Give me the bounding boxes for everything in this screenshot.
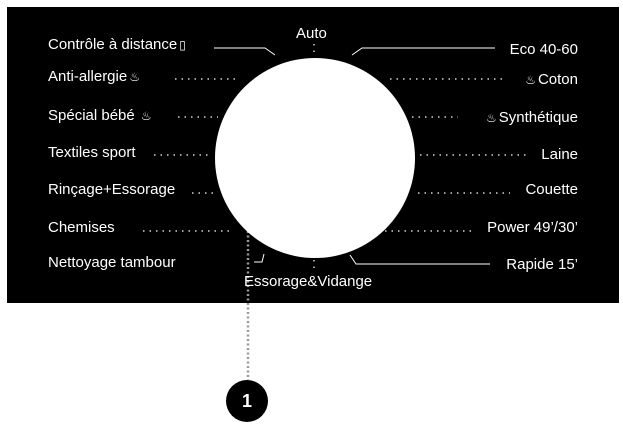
program-rincage-essorage: Rinçage+Essorage [48, 181, 175, 199]
connector-rapide [349, 254, 490, 265]
connector-drum-clean [254, 253, 265, 263]
steam-icon: ♨ [525, 73, 536, 87]
steam-icon: ♨ [140, 109, 152, 123]
program-remote-control: Contrôle à distance▯ [48, 36, 188, 54]
connector-eco [351, 47, 495, 56]
program-nettoyage-tambour: Nettoyage tambour [48, 254, 176, 272]
program-auto: Auto [296, 25, 327, 42]
connector-remote [214, 47, 276, 56]
steam-icon: ♨ [129, 70, 140, 84]
program-coton: ♨Coton [523, 71, 578, 89]
program-textiles-sport: Textiles sport [48, 144, 136, 162]
program-label: Anti-allergie [48, 68, 128, 85]
program-anti-allergie: Anti-allergie♨ [48, 68, 142, 86]
program-label: Couette [525, 181, 578, 198]
program-label: Chemises [48, 219, 115, 236]
program-label: Spécial bébé [48, 107, 135, 124]
program-synthetique: ♨Synthétique [484, 109, 578, 127]
program-laine: Laine [541, 146, 578, 164]
program-essorage-vidange: Essorage&Vidange [244, 273, 373, 290]
program-label: Eco 40-60 [509, 41, 578, 58]
program-chemises: Chemises [48, 219, 115, 237]
program-label: Laine [541, 146, 578, 163]
program-rapide: Rapide 15’ [506, 256, 578, 274]
remote-icon: ▯ [179, 38, 186, 52]
program-label: Contrôle à distance [48, 36, 178, 53]
program-label: Nettoyage tambour [48, 254, 176, 271]
program-label: Rapide 15’ [506, 256, 578, 273]
program-label: Synthétique [498, 109, 578, 126]
program-label: Coton [537, 71, 578, 88]
program-special-bebe: Spécial bébé ♨ [48, 107, 154, 125]
program-label: Textiles sport [48, 144, 136, 161]
program-dial[interactable] [215, 58, 415, 258]
program-power: Power 49’/30’ [487, 219, 578, 237]
callout-marker [226, 380, 268, 422]
program-label: Power 49’/30’ [487, 219, 578, 236]
callout-number: 1 [241, 391, 252, 411]
steam-icon: ♨ [486, 111, 497, 125]
program-eco-40-60: Eco 40-60 [510, 41, 578, 59]
program-couette: Couette [525, 181, 578, 199]
program-label: Rinçage+Essorage [48, 181, 176, 198]
